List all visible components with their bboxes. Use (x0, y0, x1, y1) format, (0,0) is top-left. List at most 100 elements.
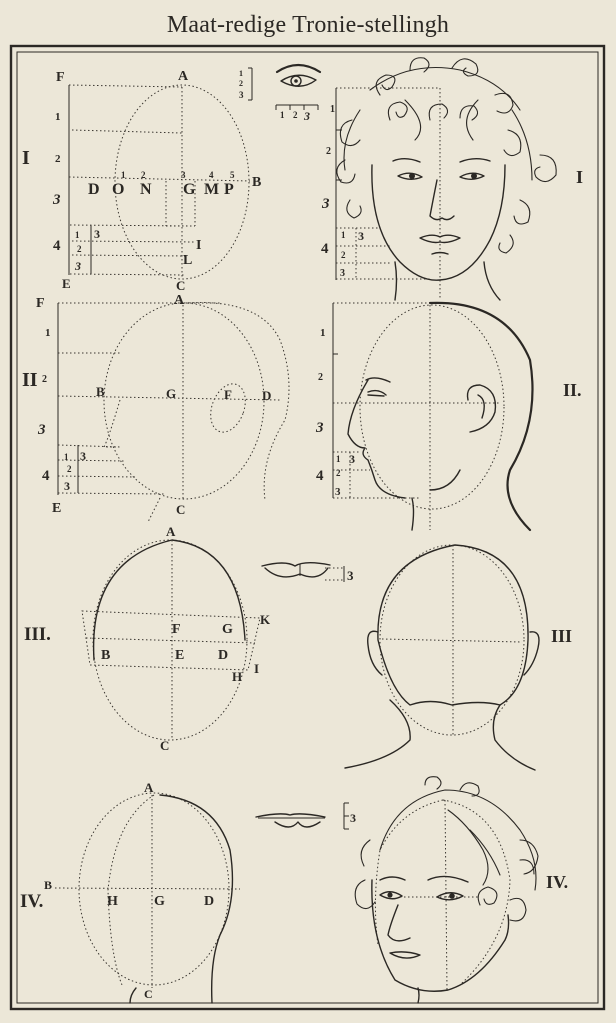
svg-text:4: 4 (209, 170, 214, 180)
svg-text:2: 2 (326, 146, 331, 157)
svg-text:C: C (176, 278, 185, 293)
svg-text:G: G (222, 622, 233, 637)
svg-text:2: 2 (141, 170, 146, 180)
svg-text:1: 1 (75, 230, 80, 240)
svg-text:A: A (144, 780, 154, 795)
svg-text:3: 3 (335, 486, 341, 498)
row-label-II: II (22, 369, 38, 391)
svg-text:B: B (252, 175, 261, 190)
portrait-label-IV: IV. (546, 872, 568, 892)
figure-IV-diagram: A B H G D C IV. (20, 780, 241, 1004)
row-label-III: III. (24, 624, 51, 645)
figure-IV-portrait-three-quarter: IV. (354, 776, 568, 1004)
svg-text:D: D (88, 181, 100, 198)
svg-text:2: 2 (55, 153, 61, 165)
svg-text:G: G (166, 386, 176, 401)
portrait-label-III: III (551, 626, 572, 646)
svg-text:3: 3 (350, 811, 356, 825)
svg-text:4: 4 (53, 238, 61, 254)
svg-text:2: 2 (77, 244, 82, 254)
svg-text:A: A (174, 293, 185, 308)
svg-text:D: D (218, 648, 228, 663)
svg-text:K: K (260, 612, 271, 627)
eye-study: 1 2 3 1 2 3 (239, 63, 322, 123)
svg-text:E: E (62, 276, 71, 291)
plate-border (9, 44, 606, 1011)
svg-text:F: F (224, 387, 232, 402)
svg-text:1: 1 (64, 452, 69, 462)
figure-I-portrait-front: 1 2 3 4 1 2 3 3 I (321, 57, 583, 301)
svg-text:2: 2 (293, 110, 298, 120)
svg-text:3: 3 (321, 196, 330, 212)
svg-text:3: 3 (94, 227, 100, 241)
svg-text:3: 3 (347, 568, 354, 583)
svg-text:5: 5 (230, 170, 235, 180)
svg-text:B: B (44, 878, 52, 892)
svg-text:D: D (204, 894, 214, 909)
svg-text:2: 2 (318, 372, 323, 383)
mouth-study-III: 3 (261, 562, 354, 583)
svg-text:4: 4 (321, 241, 329, 257)
svg-text:O: O (112, 181, 124, 198)
svg-text:2: 2 (42, 374, 47, 385)
svg-text:D: D (262, 388, 271, 403)
svg-text:F: F (36, 296, 45, 311)
svg-text:3: 3 (303, 109, 310, 123)
svg-text:P: P (224, 181, 234, 198)
svg-text:3: 3 (74, 259, 81, 273)
svg-text:M: M (204, 181, 219, 198)
svg-text:3: 3 (340, 268, 345, 279)
svg-text:B: B (96, 384, 105, 399)
svg-text:1: 1 (45, 327, 51, 339)
svg-text:2: 2 (239, 79, 243, 88)
figure-II-portrait-profile: 1 2 3 4 1 2 3 3 II. (315, 301, 582, 532)
svg-text:A: A (178, 69, 189, 84)
portrait-label-II: II. (563, 380, 582, 400)
figure-III-portrait-back: III (344, 544, 572, 771)
figure-II-diagram: F A B G F D C E 1 2 3 4 1 2 3 3 II (22, 293, 290, 523)
plate-title: Maat-redige Tronie-stellingh (166, 12, 450, 38)
svg-text:N: N (140, 181, 152, 198)
figure-I-diagram: F A B C E D O N G M P I L 1 2 3 4 5 1 2 … (22, 69, 261, 293)
svg-text:A: A (166, 524, 176, 539)
svg-text:3: 3 (315, 420, 324, 436)
svg-text:3: 3 (52, 192, 61, 208)
svg-text:E: E (52, 501, 61, 516)
svg-text:C: C (176, 502, 185, 517)
svg-text:4: 4 (42, 468, 50, 484)
row-label-IV: IV. (20, 891, 43, 912)
svg-text:1: 1 (320, 327, 326, 339)
svg-text:1: 1 (121, 170, 126, 180)
portrait-label-I: I (576, 167, 583, 187)
svg-text:3: 3 (64, 479, 70, 493)
svg-text:H: H (232, 669, 242, 684)
svg-text:3: 3 (358, 229, 364, 243)
svg-text:F: F (56, 70, 65, 85)
svg-text:1: 1 (55, 111, 61, 123)
svg-text:3: 3 (239, 90, 244, 100)
svg-text:2: 2 (336, 468, 341, 478)
svg-text:L: L (183, 253, 192, 268)
svg-text:F: F (172, 622, 181, 637)
svg-text:B: B (101, 648, 110, 663)
svg-text:C: C (144, 987, 153, 1001)
svg-text:3: 3 (37, 422, 46, 438)
svg-text:I: I (196, 238, 201, 253)
svg-text:3: 3 (349, 452, 355, 466)
row-label-I: I (22, 147, 30, 169)
svg-text:1: 1 (330, 104, 335, 115)
svg-text:1: 1 (239, 69, 243, 78)
svg-text:G: G (183, 181, 196, 198)
svg-text:2: 2 (67, 464, 72, 474)
svg-text:4: 4 (316, 468, 324, 484)
svg-text:2: 2 (341, 250, 346, 260)
svg-text:E: E (175, 648, 184, 663)
svg-text:1: 1 (280, 110, 285, 120)
svg-text:1: 1 (336, 454, 341, 464)
mouth-study-IV: 3 (255, 802, 356, 830)
svg-text:I: I (254, 661, 259, 676)
svg-text:G: G (154, 894, 165, 909)
figure-III-diagram: A F G K B E D H I C III. (24, 524, 271, 753)
